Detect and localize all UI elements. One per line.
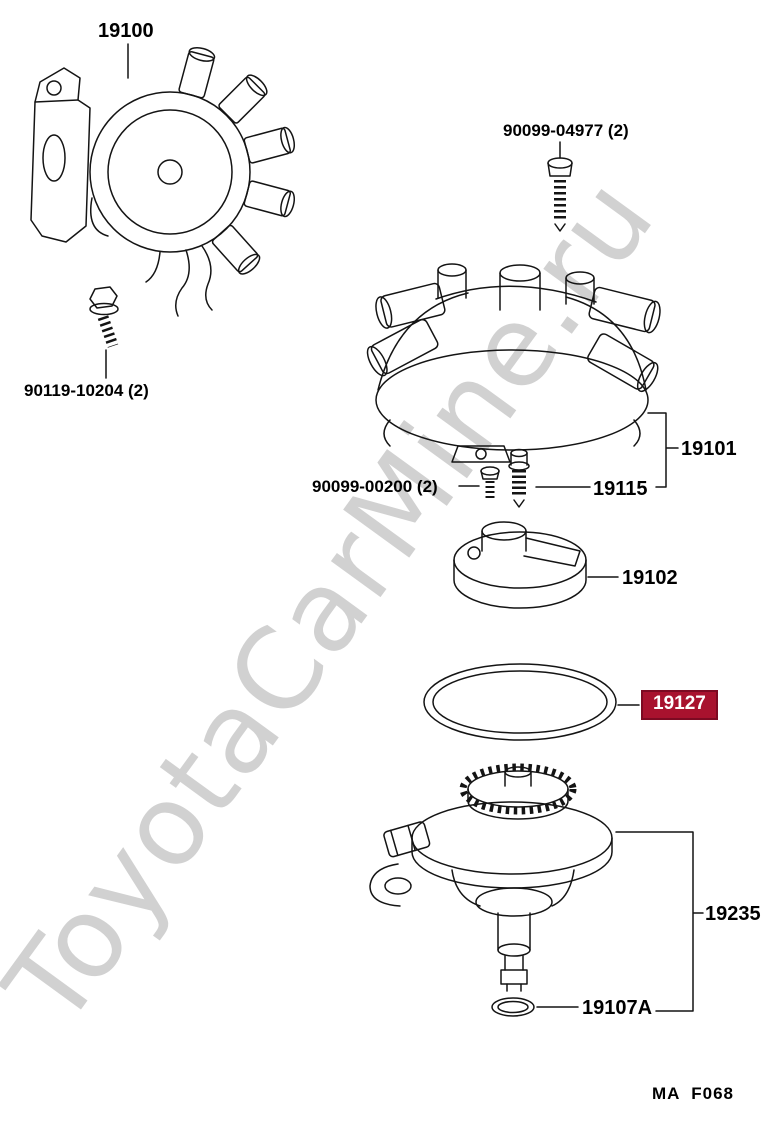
leader-lines xyxy=(105,43,704,1012)
part-label-19100: 19100 xyxy=(98,20,154,42)
part-label-90099-04977: 90099-04977 (2) xyxy=(503,121,629,140)
figure-code: MA F068 xyxy=(652,1084,735,1103)
part-label-19115: 19115 xyxy=(593,478,648,500)
part-label-19102: 19102 xyxy=(622,567,678,589)
rotor-19102-drawing xyxy=(453,521,587,609)
screw-90099-04977-drawing xyxy=(547,157,573,232)
housing-19235-drawing xyxy=(369,763,613,992)
part-label-19101: 19101 xyxy=(681,438,737,460)
distributor-assembly-drawing xyxy=(30,46,296,317)
o-ring-19127-drawing xyxy=(423,663,617,741)
screw-90099-00200-drawing xyxy=(480,466,500,500)
bolt-90119-10204-drawing xyxy=(89,286,119,348)
terminal-19115-drawing xyxy=(508,448,530,508)
distributor-cap-drawing xyxy=(366,263,661,463)
part-label-19127-highlighted[interactable]: 19127 xyxy=(641,690,718,720)
part-label-90119-10204: 90119-10204 (2) xyxy=(24,381,149,400)
o-ring-19107a-drawing xyxy=(491,997,535,1017)
part-label-19235: 19235 xyxy=(705,903,761,925)
part-label-19107a: 19107A xyxy=(582,997,653,1019)
part-label-90099-00200: 90099-00200 (2) xyxy=(312,477,438,496)
